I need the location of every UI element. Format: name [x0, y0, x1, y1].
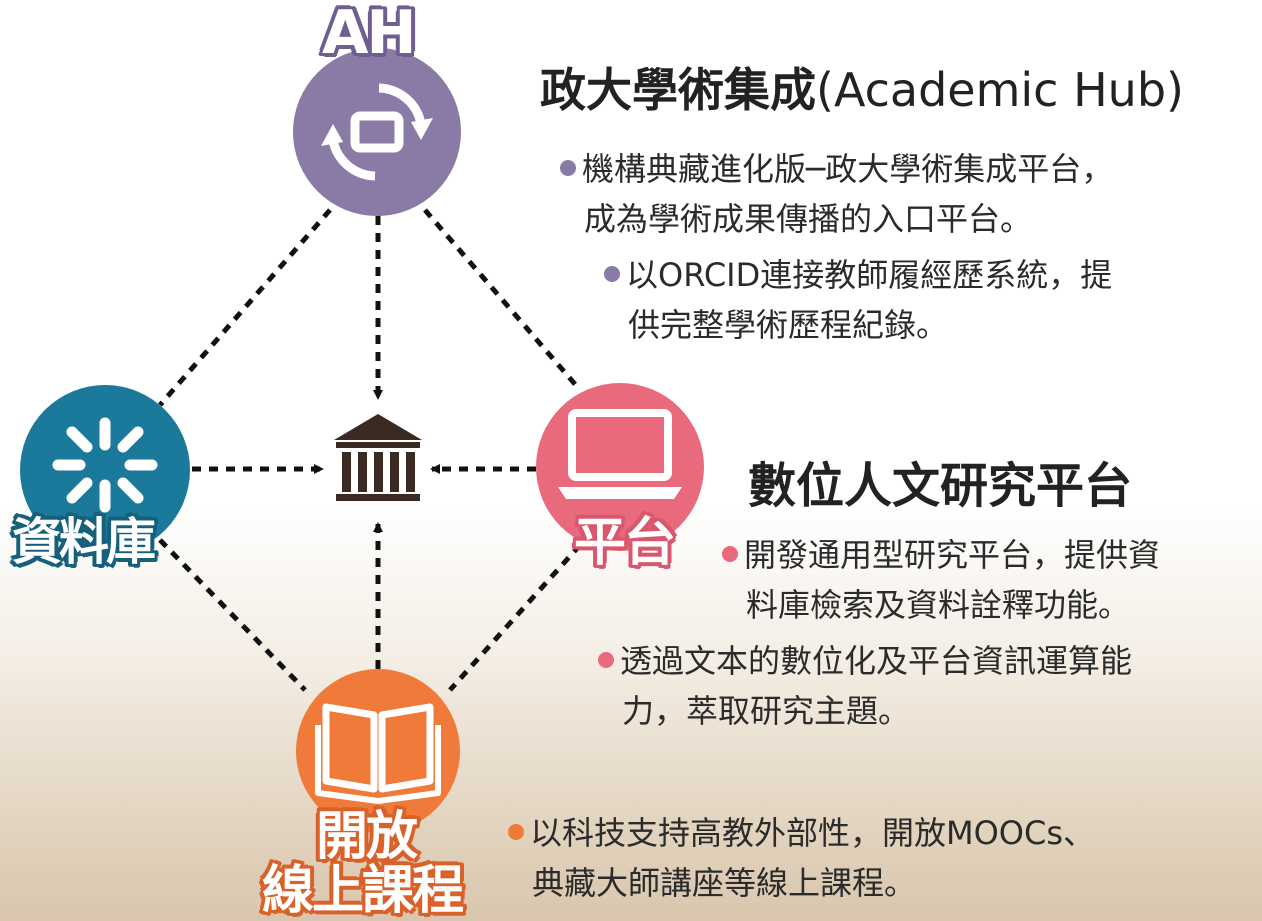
open-courses-node — [296, 669, 460, 833]
item-text-line2: 成為學術成果傳播的入口平台。 — [584, 200, 1033, 238]
academic-hub-node — [293, 48, 461, 216]
item-text-line1: 以科技支持高教外部性，開放MOOCs、 — [530, 814, 1096, 852]
edge-platform-courses — [448, 543, 582, 692]
digital-humanities-title: 數位人文研究平台 — [748, 458, 1133, 514]
database-node — [20, 385, 190, 555]
bullet-dot — [598, 652, 614, 668]
item-text-line1: 開發通用型研究平台，提供資 — [744, 536, 1161, 574]
academic-hub-title-cjk: 政大學術集成 — [540, 63, 816, 117]
open-courses-label-line1: 開放 — [316, 807, 418, 867]
academic-hub-title: 政大學術集成(Academic Hub) — [540, 60, 1184, 120]
academic-hub-item-2: 以ORCID連接教師履經歷系統，提 供完整學術歷程紀錄。 — [604, 250, 1112, 350]
item-text-line2: 料庫檢索及資料詮釋功能。 — [746, 586, 1131, 624]
digital-humanities-item-2: 透過文本的數位化及平台資訊運算能 力，萃取研究主題。 — [598, 636, 1132, 736]
item-text-line1: 以ORCID連接教師履經歷系統，提 — [626, 256, 1113, 294]
platform-label: 平台 — [574, 513, 676, 573]
item-text-line2: 力，萃取研究主題。 — [622, 692, 911, 730]
academic-hub-label: AH — [322, 0, 417, 68]
open-courses-label-line2: 線上課程 — [262, 861, 464, 921]
open-book-icon — [315, 703, 441, 804]
laptop-icon — [558, 409, 682, 499]
edge-ah-database — [158, 208, 332, 407]
edge-ah-platform — [423, 208, 582, 392]
academic-hub-title-latin: (Academic Hub) — [816, 63, 1184, 117]
burst-icon — [52, 417, 158, 513]
item-text-line1: 機構典藏進化版─政大學術集成平台， — [582, 150, 1114, 188]
item-text-line2: 供完整學術歷程紀錄。 — [628, 306, 949, 344]
bullet-dot — [604, 266, 620, 282]
academic-hub-item-1: 機構典藏進化版─政大學術集成平台， 成為學術成果傳播的入口平台。 — [560, 144, 1113, 244]
item-text-line2: 典藏大師講座等線上課程。 — [532, 864, 917, 902]
item-text-line1: 透過文本的數位化及平台資訊運算能 — [620, 642, 1133, 680]
institution-icon — [334, 414, 422, 501]
digital-humanities-item-1: 開發通用型研究平台，提供資 料庫檢索及資料詮釋功能。 — [722, 530, 1160, 630]
edge-database-courses — [158, 538, 307, 692]
database-label: 資料庫 — [12, 513, 156, 571]
bullet-dot — [722, 546, 738, 562]
platform-node — [536, 383, 704, 551]
sync-cycle-icon — [321, 83, 433, 181]
bullet-dot — [560, 160, 576, 176]
open-courses-item-1: 以科技支持高教外部性，開放MOOCs、 典藏大師講座等線上課程。 — [508, 808, 1095, 908]
bullet-dot — [508, 824, 524, 840]
